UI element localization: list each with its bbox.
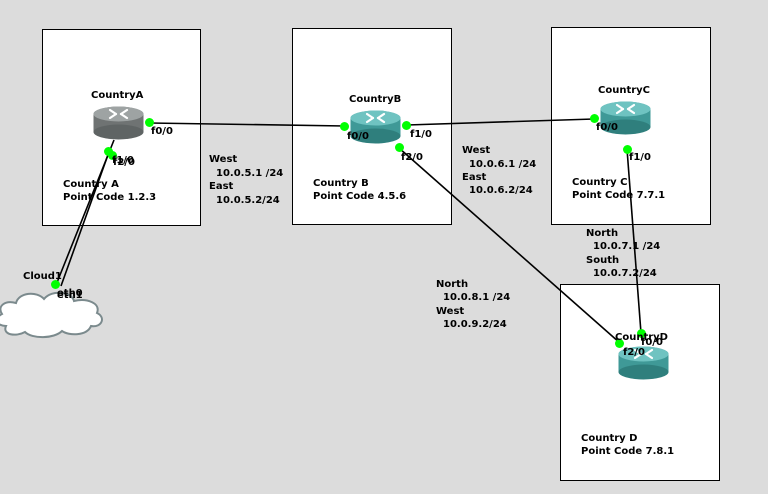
port-dot[interactable] <box>637 329 646 338</box>
router-country-c[interactable] <box>599 101 652 135</box>
port-dot[interactable] <box>395 143 404 152</box>
country-d-hostname[interactable]: CountryD <box>615 332 668 343</box>
cloud-port-eth0: eth0 <box>57 288 83 299</box>
country-a-port-f2: f2/0 <box>113 157 135 168</box>
port-dot[interactable] <box>402 121 411 130</box>
link-b-c-line3: East <box>462 172 487 183</box>
link-c-d-line1: North <box>586 228 619 239</box>
link-b-d-line4: 10.0.9.2/24 <box>443 319 507 330</box>
router-country-d[interactable] <box>617 346 670 380</box>
link-c-d-line2: 10.0.7.1 /24 <box>593 241 661 252</box>
link-a-b-line3: East <box>209 181 234 192</box>
country-b-port-f1: f1/0 <box>410 129 432 140</box>
country-c-info-line2: Point Code 7.7.1 <box>572 190 666 201</box>
link-c-d-line4: 10.0.7.2/24 <box>593 268 657 279</box>
router-country-a[interactable] <box>92 106 145 140</box>
port-dot[interactable] <box>51 280 60 289</box>
link-b-d-line2: 10.0.8.1 /24 <box>443 292 511 303</box>
link-b-d-line1: North <box>436 279 469 290</box>
link-a-b[interactable] <box>148 122 346 127</box>
country-b-hostname[interactable]: CountryB <box>349 94 402 105</box>
cloud-port-eth1: eth1 <box>57 290 83 301</box>
country-a-info-line1: Country A <box>63 179 119 190</box>
country-b-info-line2: Point Code 4.5.6 <box>313 191 407 202</box>
router-country-b[interactable] <box>349 110 402 144</box>
port-dot[interactable] <box>145 118 154 127</box>
country-b-port-f0: f0/0 <box>347 131 369 142</box>
country-a-port-f1: f1/0 <box>112 155 134 166</box>
link-a-cloud-2[interactable] <box>60 151 110 287</box>
link-b-c-line2: 10.0.6.1 /24 <box>469 159 537 170</box>
country-c-hostname[interactable]: CountryC <box>598 85 651 96</box>
country-d-info-line2: Point Code 7.8.1 <box>581 446 675 457</box>
cloud-hostname[interactable]: Cloud1 <box>23 271 62 282</box>
port-dot[interactable] <box>590 114 599 123</box>
link-b-c-line1: West <box>462 145 491 156</box>
country-d-port-f0: f0/0 <box>641 337 663 348</box>
country-c-port-f0: f0/0 <box>596 122 618 133</box>
port-dot[interactable] <box>108 151 117 160</box>
link-a-b-line2: 10.0.5.1 /24 <box>216 168 284 179</box>
cloud-icon[interactable] <box>0 286 106 340</box>
link-b-d[interactable] <box>398 147 621 344</box>
country-a-info-line2: Point Code 1.2.3 <box>63 192 157 203</box>
port-dot[interactable] <box>623 145 632 154</box>
country-d-info-line1: Country D <box>581 433 638 444</box>
link-b-c-line4: 10.0.6.2/24 <box>469 185 533 196</box>
link-b-c[interactable] <box>406 118 595 126</box>
country-c-port-f1: f1/0 <box>629 152 651 163</box>
country-b-info-line1: Country B <box>313 178 369 189</box>
port-dot[interactable] <box>615 339 624 348</box>
link-a-b-line1: West <box>209 154 238 165</box>
country-a-port-f0: f0/0 <box>151 126 173 137</box>
link-c-d[interactable] <box>626 148 642 334</box>
country-a-hostname[interactable]: CountryA <box>91 90 144 101</box>
link-b-d-line3: West <box>436 306 465 317</box>
country-b-port-f2: f2/0 <box>401 152 423 163</box>
link-a-b-line4: 10.0.5.2/24 <box>216 195 280 206</box>
port-dot[interactable] <box>340 122 349 131</box>
country-c-info-line1: Country C <box>572 177 628 188</box>
country-d-port-f2: f2/0 <box>623 347 645 358</box>
link-c-d-line3: South <box>586 255 620 266</box>
